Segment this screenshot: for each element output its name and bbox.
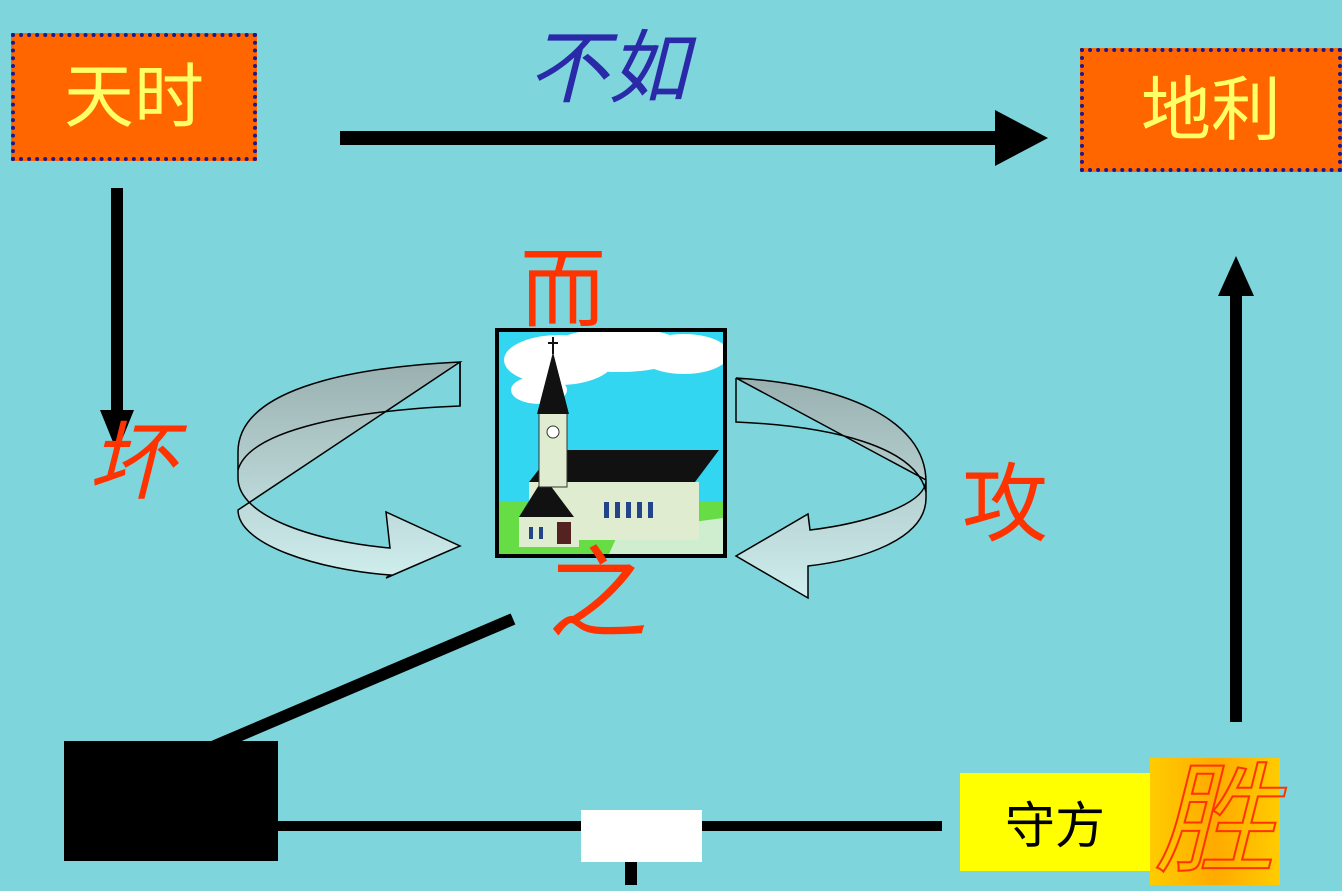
white-block <box>581 810 702 862</box>
node-sheng-label: 胜 <box>1154 751 1276 891</box>
node-tianshi: 天时 <box>11 33 257 161</box>
arrow-tianshi-to-dili <box>340 110 1048 166</box>
label-er: 而 <box>520 240 606 340</box>
label-huai: 坏 <box>88 413 174 513</box>
node-shoufang-label: 守方 <box>1005 797 1105 855</box>
node-shoufang: 守方 <box>960 773 1150 871</box>
node-sheng: 胜 <box>1150 758 1280 885</box>
black-block <box>64 741 278 861</box>
label-buru: 不如 <box>528 22 688 115</box>
curved-arrow-right-icon <box>734 377 927 600</box>
diagonal-connector <box>207 613 516 754</box>
church-clipart-icon <box>495 328 729 558</box>
label-gong: 攻 <box>962 455 1048 555</box>
node-dili-label: 地利 <box>1141 69 1281 151</box>
curved-arrow-left-icon <box>237 361 463 579</box>
node-tianshi-label: 天时 <box>64 56 204 138</box>
label-zhi: 之 <box>548 536 648 653</box>
arrow-up-to-dili <box>1218 256 1254 722</box>
node-dili: 地利 <box>1080 48 1342 172</box>
arrow-tianshi-down <box>100 188 134 452</box>
